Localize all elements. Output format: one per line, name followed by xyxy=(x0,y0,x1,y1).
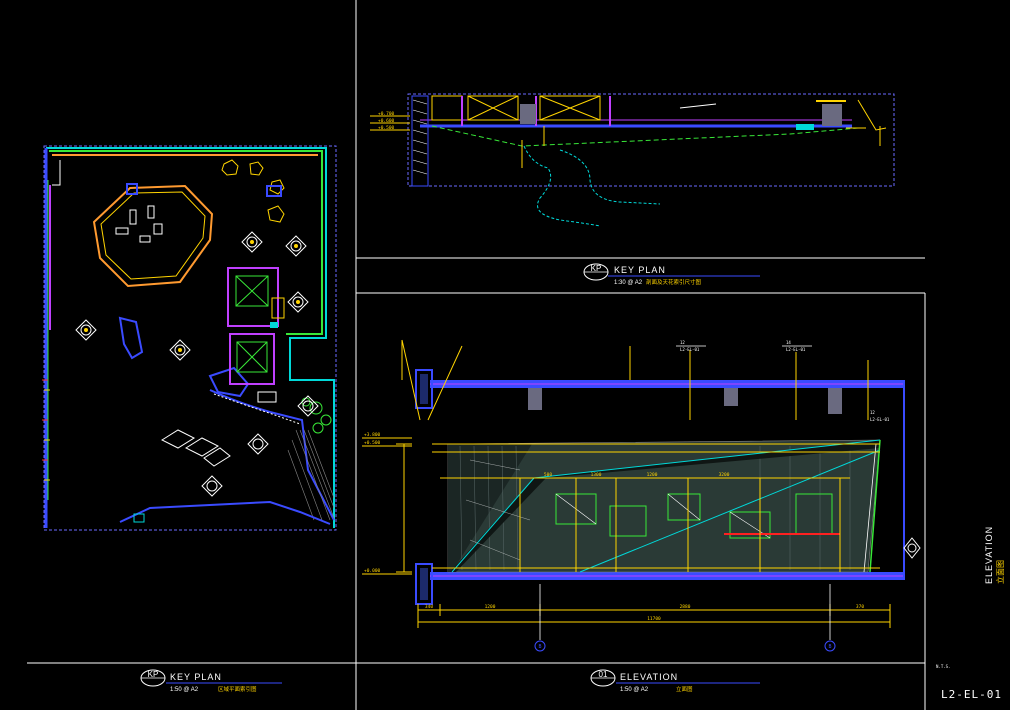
elevation-drawing: +3.800 +0.500 +0.000 500 1300 1200 3200 … xyxy=(362,339,921,652)
view-marker-icon xyxy=(287,291,309,313)
stamp-text: N.T.S. xyxy=(936,664,950,669)
title-text: ELEVATION xyxy=(620,672,678,682)
grid-marker-icon xyxy=(824,640,836,652)
title-badge: 01 xyxy=(599,670,608,679)
view-marker-icon xyxy=(241,231,263,253)
dim-label: 3200 xyxy=(719,472,730,478)
dim-label: 340 xyxy=(425,604,433,610)
callout-tag: 14 xyxy=(786,340,791,345)
callout-tag: L2-EL-01 xyxy=(786,347,806,352)
title-scale: 1:30 @ A2 xyxy=(614,280,643,286)
view-marker-icon xyxy=(75,319,97,341)
grid-marker-label: B xyxy=(538,644,541,650)
title-badge: KP xyxy=(148,670,159,679)
dim-label: 370 xyxy=(856,604,864,610)
callout-tag: L2-EL-01 xyxy=(870,417,890,422)
key-plan-top-title: KP KEY PLAN 1:30 @ A2 剖面及天花索引尺寸图 xyxy=(583,263,760,286)
sheet-frame xyxy=(27,0,926,710)
section-tag: +0.600 xyxy=(378,118,395,124)
dim-label: 500 xyxy=(544,472,552,478)
view-marker-icon xyxy=(169,339,191,361)
key-plan-left-title: KP KEY PLAN 1:50 @ A2 区域平面索引图 xyxy=(140,669,282,693)
side-title-cn: 立面图 xyxy=(995,560,1005,584)
title-cn: 立面图 xyxy=(676,685,693,693)
view-marker-icon xyxy=(247,433,269,455)
callout-tag: 12 xyxy=(870,410,875,415)
callout-tag: L2-EL-01 xyxy=(680,347,700,352)
dim-label: 1200 xyxy=(647,472,658,478)
view-marker-icon xyxy=(297,395,319,417)
grid-marker-label: B xyxy=(828,644,831,650)
top-section-drawing: +0.700 +0.600 +0.500 xyxy=(370,93,895,227)
level-tag: +0.000 xyxy=(364,568,381,574)
elevation-title: 01 ELEVATION 1:50 @ A2 立面图 xyxy=(590,669,760,693)
level-tag: +0.500 xyxy=(364,440,381,446)
sheet-number: L2-EL-01 xyxy=(941,688,1002,701)
section-tag: +0.500 xyxy=(378,125,395,131)
view-marker-icon xyxy=(285,235,307,257)
view-marker-icon xyxy=(201,475,223,497)
title-badge: KP xyxy=(591,264,602,273)
dim-label: 2880 xyxy=(680,604,691,610)
level-tag: +3.800 xyxy=(364,432,381,438)
dim-label: 1200 xyxy=(485,604,496,610)
title-scale: 1:50 @ A2 xyxy=(170,687,199,693)
section-marker-icon xyxy=(903,537,921,559)
title-text: KEY PLAN xyxy=(170,672,222,682)
dim-label: 1300 xyxy=(591,472,602,478)
title-cn: 区域平面索引图 xyxy=(218,685,257,693)
title-cn: 剖面及天花索引尺寸图 xyxy=(646,278,702,286)
key-plan-floorplan xyxy=(42,145,337,531)
title-text: KEY PLAN xyxy=(614,265,666,275)
grid-marker-icon xyxy=(534,640,546,652)
dim-total: 11700 xyxy=(647,616,661,622)
callout-tag: 12 xyxy=(680,340,685,345)
title-scale: 1:50 @ A2 xyxy=(620,687,649,693)
side-title-en: ELEVATION xyxy=(984,526,994,584)
section-tag: +0.700 xyxy=(378,111,395,117)
